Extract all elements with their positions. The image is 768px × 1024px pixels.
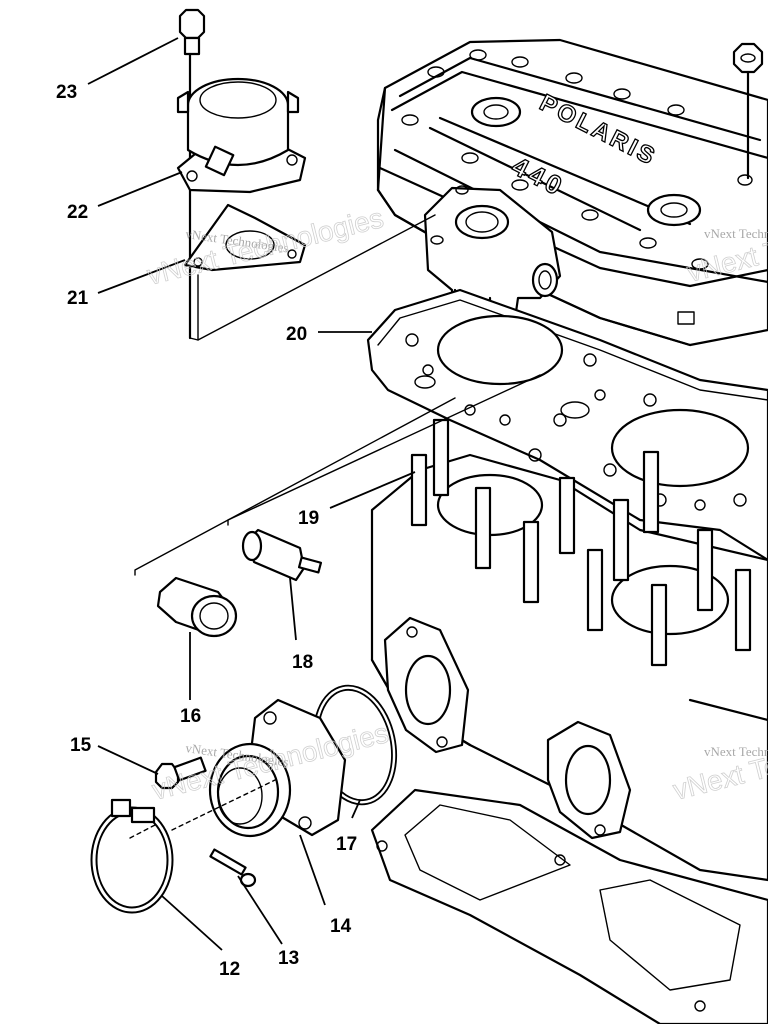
part-14-exhaust-flange [208, 698, 347, 838]
cylinder-block [370, 418, 768, 882]
label-part-18: 18 [292, 652, 313, 673]
part-23-bolt [178, 8, 206, 340]
part-18-temperature-sensor [241, 528, 323, 582]
svg-text:vNext Technologies: vNext Technologies [704, 744, 768, 759]
base-gasket [370, 788, 768, 1024]
label-part-16: 16 [180, 706, 201, 727]
part-16-plug [156, 576, 238, 638]
leader-lines [87, 37, 416, 951]
cylinder-studs [410, 418, 752, 667]
label-part-21: 21 [67, 288, 89, 309]
label-part-23: 23 [56, 82, 77, 103]
cover-bolt-holes [401, 49, 753, 270]
label-part-12: 12 [219, 959, 240, 980]
part-12-hose-clamp [90, 798, 174, 914]
part-22-thermostat-housing [176, 77, 307, 194]
label-part-19: 19 [298, 508, 319, 529]
label-part-17: 17 [336, 834, 357, 855]
part-15-bolt [154, 756, 207, 790]
part-labels: 23 22 21 20 19 18 16 15 17 14 12 13 [56, 82, 357, 980]
part-13-screw [209, 848, 257, 888]
part-21-gasket [183, 203, 307, 272]
label-part-20: 20 [286, 324, 307, 345]
spark-plug-bosses [470, 96, 702, 227]
label-part-13: 13 [278, 948, 299, 969]
watermark-top-left: vNext Technologies vNext Technologies [144, 202, 387, 291]
cover-nut [732, 42, 764, 180]
svg-text:vNext Technologies: vNext Technologies [704, 226, 768, 241]
label-part-22: 22 [67, 202, 88, 223]
exhaust-port-flanges [383, 616, 632, 840]
svg-text:vNext Technologies: vNext Technologies [144, 202, 387, 291]
label-part-15: 15 [70, 735, 92, 756]
gasket-holes [405, 333, 747, 511]
label-part-14: 14 [330, 916, 352, 937]
cylinder-head-cover: POLARIS 440 [376, 38, 768, 347]
